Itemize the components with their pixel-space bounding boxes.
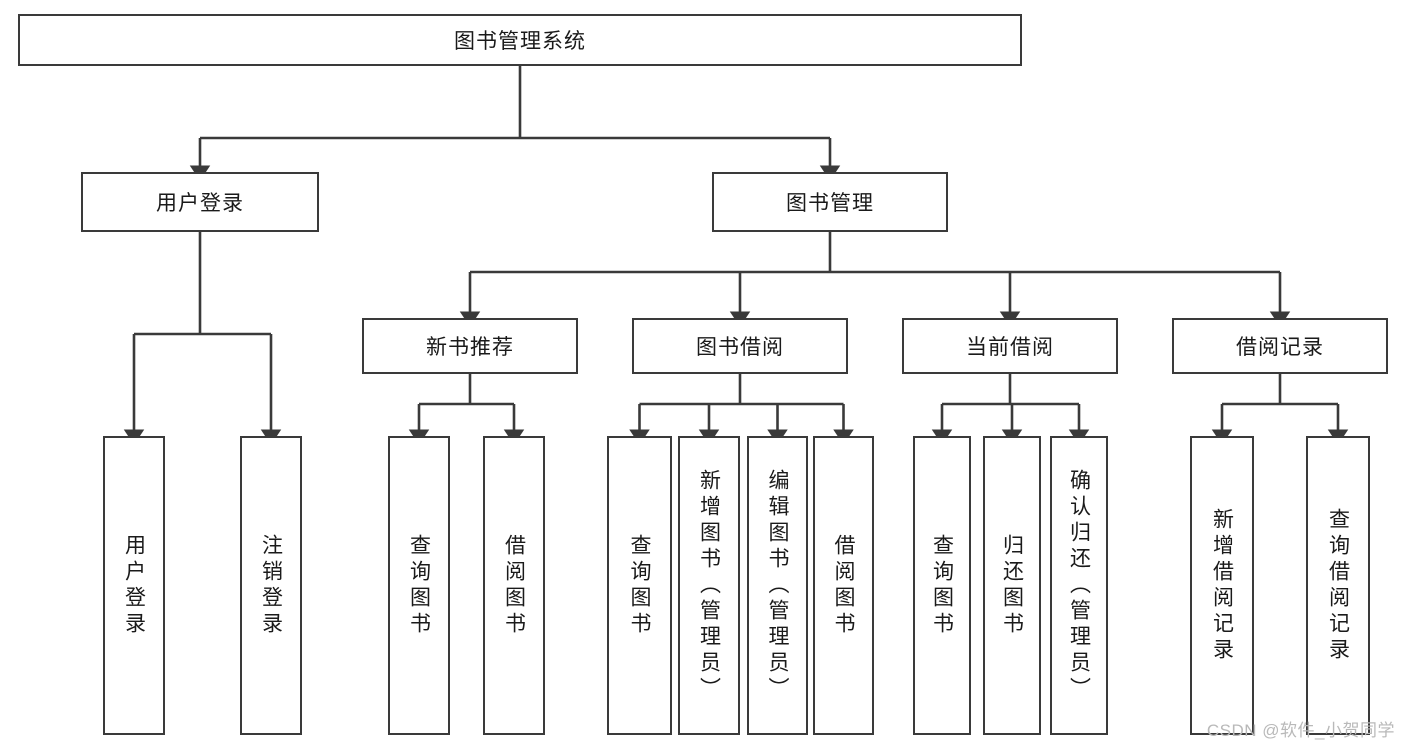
- node-label: 新书推荐: [426, 336, 514, 359]
- watermark-label: CSDN @软件_小贺同学: [1206, 721, 1395, 740]
- node-label: 用户登录: [156, 192, 244, 215]
- node-label: 当前借阅: [966, 336, 1054, 359]
- node-label: 编辑图书（管理员）: [766, 468, 789, 703]
- node-l_qbook1[interactable]: 查询图书: [388, 436, 450, 735]
- node-label: 查询图书: [628, 533, 651, 638]
- edge-layer: [123, 66, 1349, 445]
- node-label: 归还图书: [1000, 533, 1024, 638]
- node-label: 图书管理: [786, 192, 874, 215]
- node-l_login[interactable]: 用户登录: [103, 436, 165, 735]
- node-label: 查询借阅记录: [1326, 507, 1350, 664]
- node-l_qrec[interactable]: 查询借阅记录: [1306, 436, 1370, 735]
- node-label: 查询图书: [407, 533, 431, 638]
- node-l_logout[interactable]: 注销登录: [240, 436, 302, 735]
- node-current[interactable]: 当前借阅: [902, 318, 1118, 374]
- node-root[interactable]: 图书管理系统: [18, 14, 1022, 66]
- node-label: 确认归还（管理员）: [1067, 468, 1091, 703]
- node-l_addrec[interactable]: 新增借阅记录: [1190, 436, 1254, 735]
- node-label: 查询图书: [930, 533, 954, 638]
- node-label: 借阅图书: [832, 533, 855, 638]
- node-label: 图书管理系统: [454, 30, 586, 53]
- node-l_return[interactable]: 归还图书: [983, 436, 1041, 735]
- node-l_editbook[interactable]: 编辑图书（管理员）: [747, 436, 808, 735]
- node-label: 借阅记录: [1236, 336, 1324, 359]
- node-bookmgmt[interactable]: 图书管理: [712, 172, 948, 232]
- node-l_qbook3[interactable]: 查询图书: [913, 436, 971, 735]
- node-label: 用户登录: [122, 533, 146, 638]
- node-l_bbook1[interactable]: 借阅图书: [483, 436, 545, 735]
- node-label: 图书借阅: [696, 336, 784, 359]
- node-l_addbook[interactable]: 新增图书（管理员）: [678, 436, 740, 735]
- node-newbooks[interactable]: 新书推荐: [362, 318, 578, 374]
- node-l_qbook2[interactable]: 查询图书: [607, 436, 672, 735]
- node-records[interactable]: 借阅记录: [1172, 318, 1388, 374]
- node-l_confirm[interactable]: 确认归还（管理员）: [1050, 436, 1108, 735]
- node-borrow[interactable]: 图书借阅: [632, 318, 848, 374]
- node-label: 借阅图书: [502, 533, 526, 638]
- node-login[interactable]: 用户登录: [81, 172, 319, 232]
- node-label: 注销登录: [259, 533, 283, 638]
- node-label: 新增图书（管理员）: [697, 468, 721, 703]
- node-label: 新增借阅记录: [1210, 507, 1234, 664]
- node-l_bbook2[interactable]: 借阅图书: [813, 436, 874, 735]
